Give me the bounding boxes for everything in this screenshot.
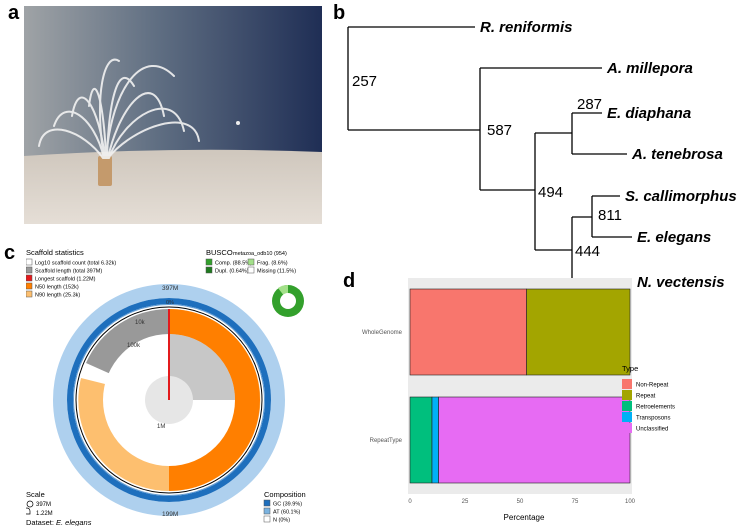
x-tick-label: 75	[572, 499, 579, 505]
legend-label: Comp. (88.5%)	[215, 261, 252, 267]
ring-edge	[73, 304, 265, 496]
legend-label: N90 length (25.3k)	[35, 293, 80, 299]
category-tick-label: RepeatType	[370, 438, 403, 444]
radial-tick: 100k	[127, 343, 141, 349]
bar-segment	[431, 396, 439, 484]
legend-swatch	[622, 423, 632, 433]
panel-label-a: a	[8, 2, 20, 24]
scale-arc-icon	[26, 507, 31, 515]
composition-legend: GC (39.9%) AT (60.1%) N (0%)	[263, 499, 302, 524]
legend-swatch	[622, 379, 632, 389]
x-tick-label: 50	[517, 499, 524, 505]
scale-item: 397M	[36, 502, 51, 508]
legend-swatch	[26, 274, 33, 282]
dataset-label: Dataset:	[26, 518, 54, 526]
taxon-label: E. elegans	[637, 229, 711, 246]
phylogenetic-tree: R. reniformis A. millepora E. diaphana A…	[347, 19, 737, 290]
node-support-label: 811	[598, 207, 622, 224]
node-support-label: 287	[577, 96, 602, 113]
legend-label: Non-Repeat	[636, 383, 669, 389]
legend-label: N50 length (152k)	[35, 285, 79, 291]
legend-label: Longest scaffold (1.22M)	[35, 277, 96, 283]
legend-swatch	[205, 258, 213, 266]
legend-swatch	[622, 401, 632, 411]
legend-label: Repeat	[636, 394, 656, 400]
legend-title: Type	[622, 364, 638, 373]
anemone-illustration	[24, 6, 322, 224]
stats-legend: Log10 scaffold count (total 6.32k) Scaffo…	[26, 258, 116, 299]
legend-label: Scaffold length (total 397M)	[35, 269, 102, 275]
legend-label: Dupl. (0.64%)	[215, 269, 249, 275]
legend-swatch	[263, 499, 271, 507]
legend-swatch	[26, 282, 33, 290]
category-tick-label: WholeGenome	[362, 330, 403, 336]
snail-plot: Scaffold statistics Log10 scaffold count…	[26, 248, 306, 526]
bar-segment	[526, 288, 631, 376]
legend-swatch	[622, 390, 632, 400]
legend-swatch	[26, 258, 33, 266]
node-support-label: 444	[575, 243, 600, 260]
panel-label-c: c	[4, 242, 16, 264]
busco-zero: 0%	[166, 300, 174, 306]
taxon-label: E. diaphana	[607, 105, 691, 122]
scale-circle-icon	[26, 500, 34, 508]
node-support-label: 257	[352, 73, 377, 90]
legend-label: AT (60.1%)	[273, 510, 300, 516]
bar-segment	[438, 396, 631, 484]
legend-swatch	[205, 266, 213, 274]
scale-item: 1.22M	[36, 511, 53, 517]
composition-title: Composition	[264, 490, 306, 499]
legend-swatch	[263, 507, 271, 515]
legend: Non-RepeatRepeatRetroelementsTransposons…	[622, 379, 675, 433]
legend-swatch	[263, 515, 271, 523]
radial-tick: 1M	[157, 424, 165, 430]
legend-label: Retroelements	[636, 405, 675, 411]
busco-title: BUSCO	[206, 248, 233, 257]
legend-swatch	[26, 266, 33, 274]
stats-title: Scaffold statistics	[26, 248, 84, 257]
dataset-name: E. elegans	[56, 518, 92, 526]
legend-label: Transposons	[636, 416, 670, 422]
taxon-label: A. millepora	[606, 60, 693, 77]
legend-label: N (0%)	[273, 518, 290, 524]
node-support-label: 494	[538, 184, 563, 201]
legend-label: Missing (11.5%)	[257, 269, 296, 275]
outer-ring	[53, 284, 285, 516]
x-axis-label: Percentage	[504, 513, 545, 522]
panel-label-b: b	[333, 2, 346, 24]
legend-swatch	[247, 258, 255, 266]
legend-label: Log10 scaffold count (total 6.32k)	[35, 261, 116, 267]
panel-label-d: d	[343, 270, 356, 292]
radial-tick: 10k	[135, 320, 146, 326]
taxon-label: A. tenebrosa	[631, 146, 723, 163]
bar-segment	[409, 396, 433, 484]
tree-branches	[347, 26, 632, 283]
legend-swatch	[247, 266, 255, 274]
taxon-label: S. callimorphus	[625, 188, 737, 205]
anemone-photo	[24, 6, 322, 224]
legend-label: GC (39.9%)	[273, 502, 302, 508]
bar-segment	[409, 288, 527, 376]
node-support-label: 587	[487, 122, 512, 139]
x-tick-label: 25	[462, 499, 469, 505]
busco-db: metazoa_odb10 (954)	[233, 251, 287, 257]
legend-label: Frag. (8.6%)	[257, 261, 288, 267]
gc-ring	[67, 298, 271, 502]
busco-legend: Comp. (88.5%) Frag. (8.6%) Dupl. (0.64%) Mi…	[205, 258, 296, 275]
outer-label-bottom: 199M	[162, 511, 178, 518]
x-tick-label: 0	[408, 499, 412, 505]
legend-swatch	[26, 290, 33, 298]
legend-label: Unclassified	[636, 427, 668, 433]
busco-hole	[280, 293, 296, 309]
taxon-label: R. reniformis	[480, 19, 573, 36]
legend-swatch	[622, 412, 632, 422]
x-tick-label: 100	[625, 499, 636, 505]
scale-title: Scale	[26, 490, 45, 499]
outer-label-top: 397M	[162, 285, 178, 292]
taxon-label: N. vectensis	[637, 274, 725, 290]
